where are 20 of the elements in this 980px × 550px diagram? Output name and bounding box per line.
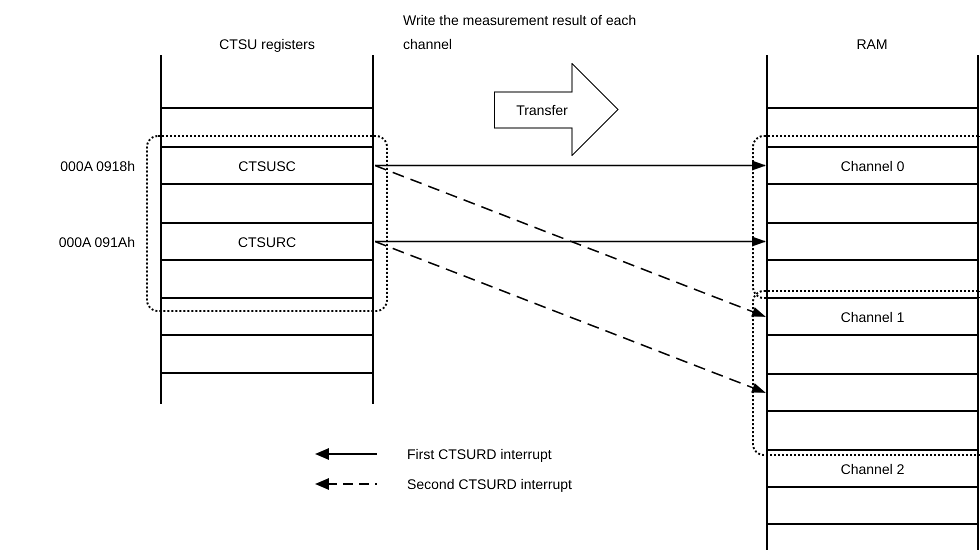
address-label: 000A 0918h bbox=[60, 158, 135, 174]
cell-label: Channel 0 bbox=[840, 158, 904, 174]
legend-text: Second CTSURD interrupt bbox=[407, 476, 572, 492]
arrow-label: Transfer bbox=[516, 102, 568, 118]
arrow bbox=[374, 240, 766, 394]
cell-label: Channel 2 bbox=[840, 460, 904, 476]
dotted-group-outline bbox=[752, 290, 980, 456]
column-heading: RAM bbox=[855, 35, 889, 54]
column-heading: CTSU registers bbox=[218, 35, 316, 54]
dotted-group-outline bbox=[752, 135, 980, 299]
arrow bbox=[374, 164, 766, 318]
block-arrow bbox=[494, 63, 619, 156]
arrow bbox=[375, 236, 766, 246]
cell-label: Channel 1 bbox=[840, 308, 904, 324]
note-text: Write the measurement result of each channel bbox=[403, 11, 638, 54]
cell-label: CTSURC bbox=[238, 234, 296, 250]
legend-text: First CTSURD interrupt bbox=[407, 446, 552, 462]
cell-label: CTSUSC bbox=[238, 158, 296, 174]
arrow bbox=[375, 160, 766, 170]
address-label: 000A 091Ah bbox=[58, 234, 135, 250]
